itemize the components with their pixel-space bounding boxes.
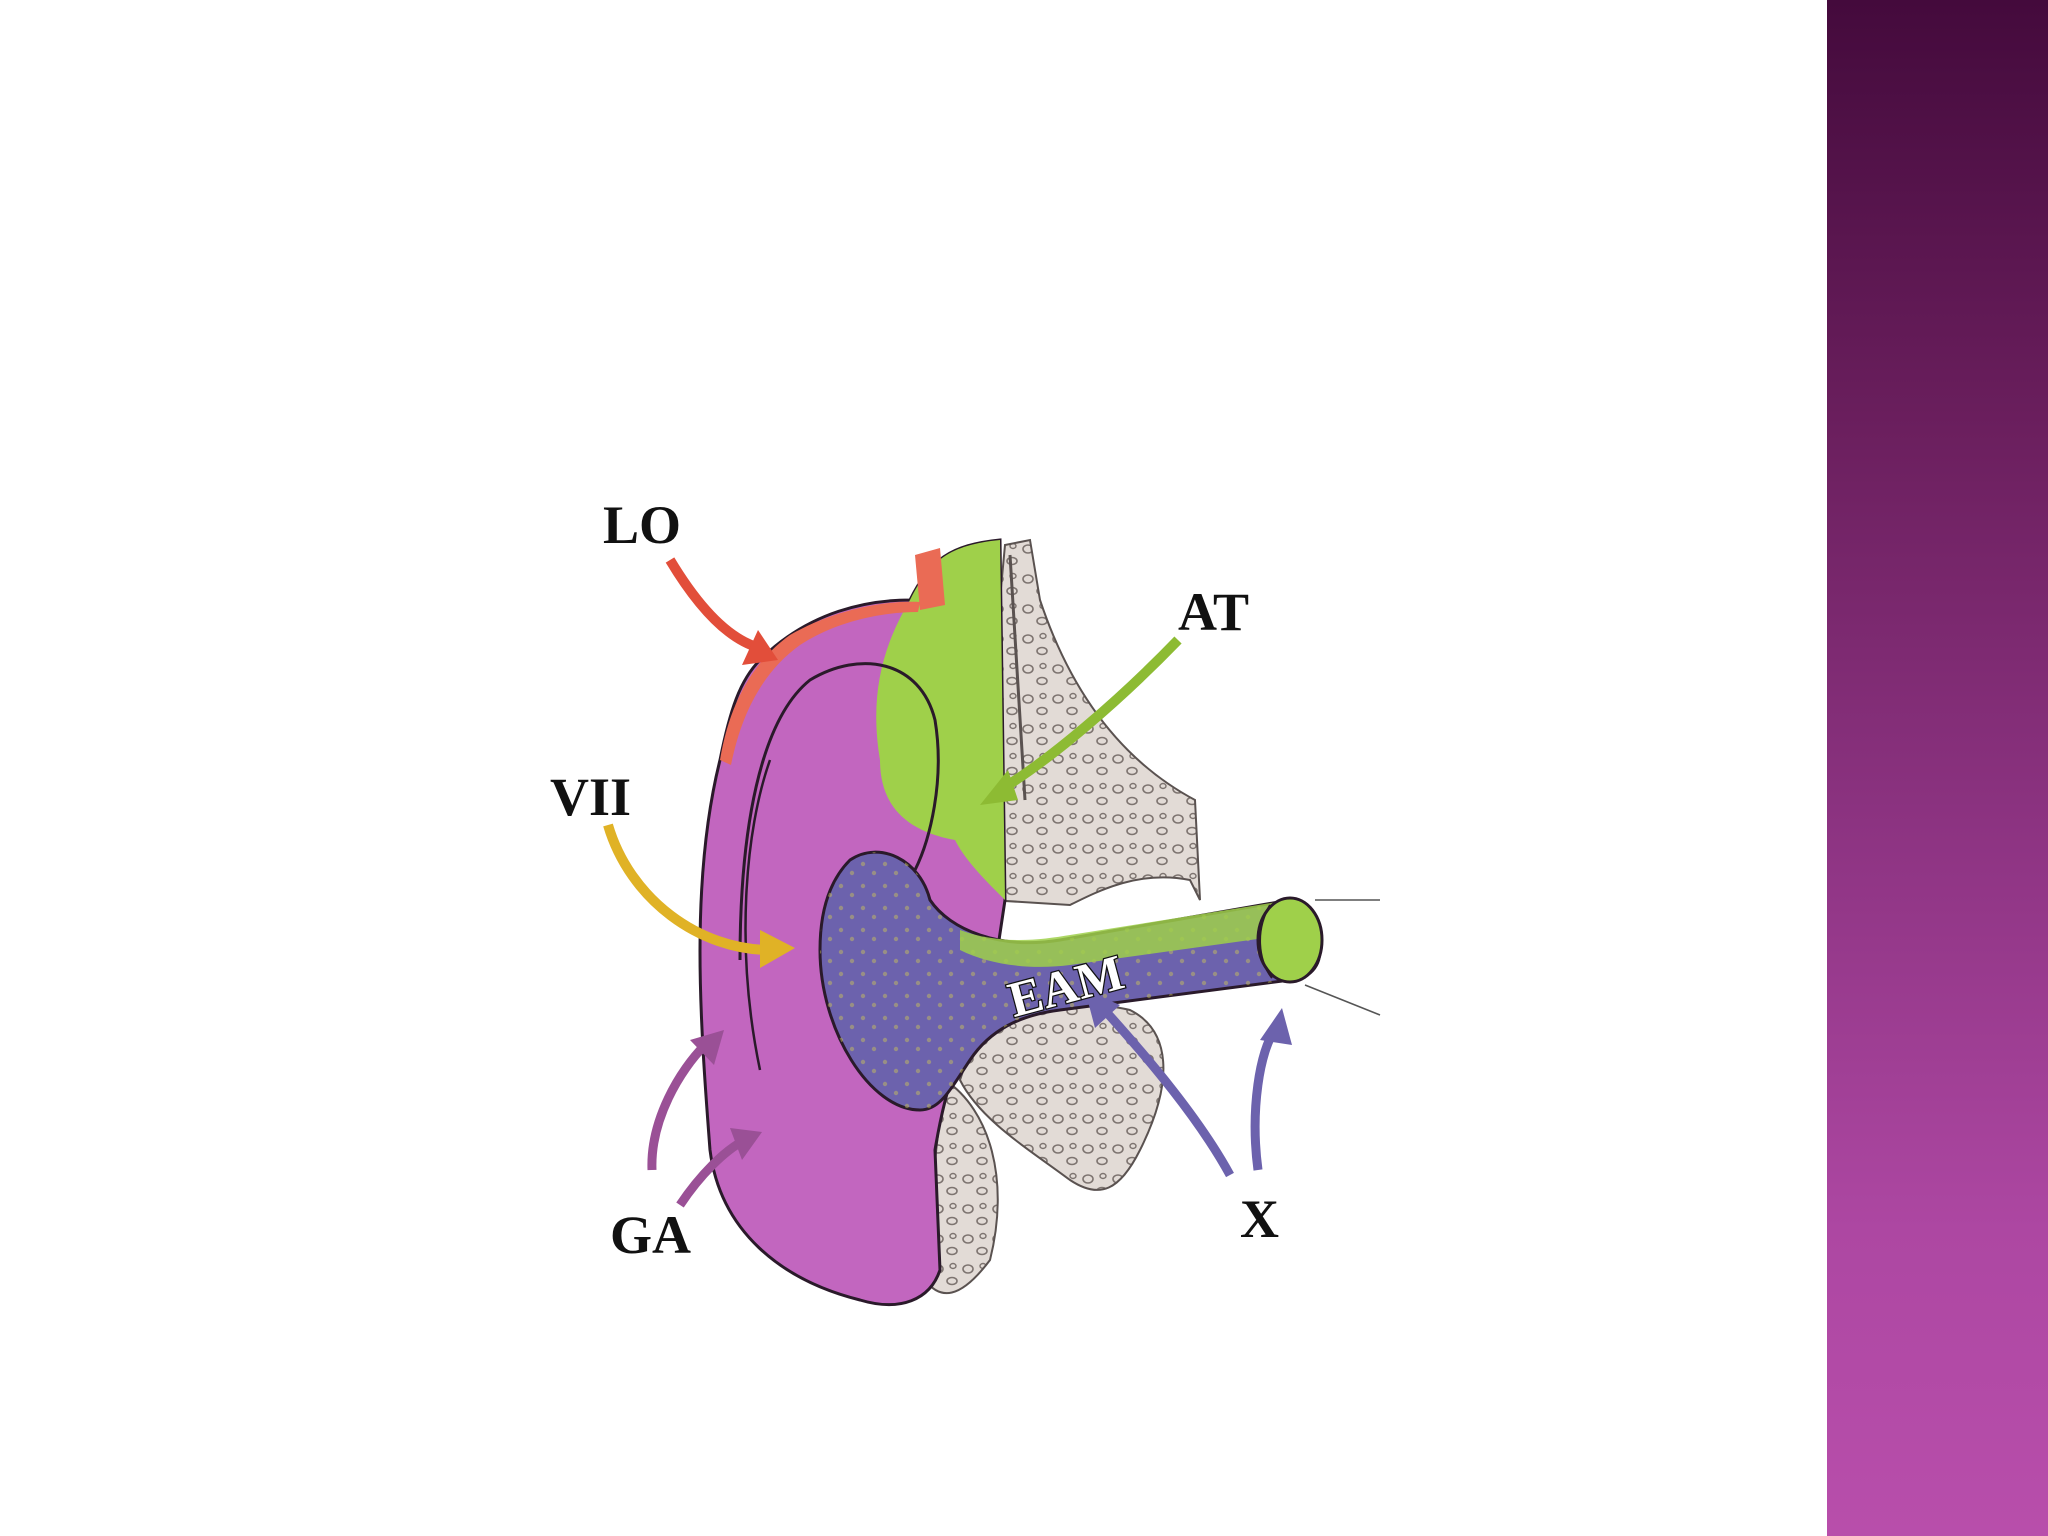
nerve-arrows bbox=[603, 557, 1292, 1208]
label-ga: GA bbox=[610, 1205, 691, 1265]
at-arrow bbox=[997, 636, 1182, 795]
auricle bbox=[698, 538, 1381, 1307]
vii-arrow bbox=[603, 823, 771, 955]
x-arrow-2 bbox=[1250, 1027, 1279, 1171]
label-x: X bbox=[1240, 1189, 1279, 1249]
lo-arrow bbox=[665, 557, 762, 653]
ga-arrow-1 bbox=[647, 1041, 709, 1171]
label-lo: LO bbox=[603, 495, 681, 555]
decorative-sidebar bbox=[1827, 0, 2048, 1536]
label-at: AT bbox=[1178, 582, 1249, 642]
label-vii: VII bbox=[550, 767, 631, 827]
x-arrow-1 bbox=[1096, 1001, 1234, 1178]
